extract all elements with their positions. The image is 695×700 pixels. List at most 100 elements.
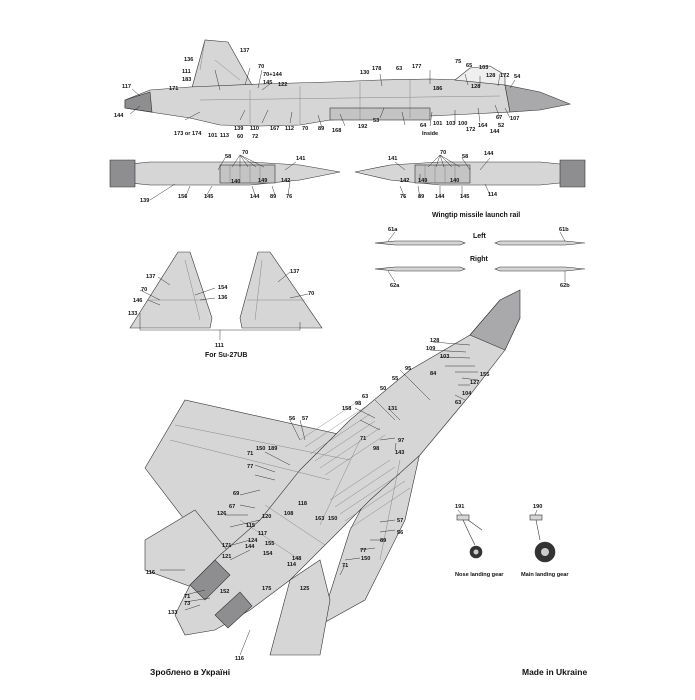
callout-67-plan: 67	[229, 504, 235, 510]
nose-landing-gear: 191 Nose landing gear	[455, 504, 504, 578]
side-callouts: 117 144 171 183 111 136 137 173 or 174 1…	[114, 48, 521, 140]
callout-148: 148	[292, 556, 301, 562]
callout-142-lr: 142	[400, 178, 409, 184]
callout-61a: 61a	[388, 227, 398, 233]
right-caption: Right	[470, 256, 489, 263]
callout-89: 89	[318, 126, 324, 132]
fin-left	[129, 251, 213, 329]
callout-133-fin: 133	[128, 311, 137, 317]
callout-71b-plan: 71	[247, 451, 253, 457]
footer-english: Made in Ukraine	[522, 667, 588, 677]
plan-view: 128 109 103 84 155 127 104 63 95 55 50 6…	[144, 289, 521, 662]
callout-140: 140	[231, 179, 240, 185]
callout-54: 54	[514, 74, 521, 80]
callout-111: 111	[182, 69, 191, 75]
callout-111-fin: 111	[215, 343, 224, 349]
callout-76-lr: 76	[400, 194, 406, 200]
callout-128-plan: 128	[430, 338, 439, 344]
callout-97: 97	[398, 438, 404, 444]
rail-left-2	[494, 240, 586, 246]
callout-98: 98	[355, 401, 361, 407]
side-radome	[504, 84, 572, 113]
callout-101b: 101	[433, 121, 442, 127]
callout-145-lr: 145	[460, 194, 469, 200]
callout-57b-plan: 57	[397, 518, 403, 524]
main-landing-gear: 190 Main landing gear	[521, 504, 569, 578]
left-caption: Left	[473, 233, 487, 240]
callout-150c-plan: 150	[361, 556, 370, 562]
callout-103-plan: 103	[440, 354, 449, 360]
rail-left-1	[374, 240, 466, 246]
inside-caption: Inside	[422, 131, 438, 137]
callout-69: 69	[233, 491, 239, 497]
callout-133-plan: 133	[168, 610, 177, 616]
callout-136-fin: 136	[218, 295, 227, 301]
callout-71c-plan: 71	[184, 594, 190, 600]
callout-186: 186	[433, 86, 442, 92]
callout-101: 101	[208, 133, 217, 139]
callout-114: 114	[488, 192, 498, 198]
callout-137-fin: 137	[146, 274, 155, 280]
callout-117-plan: 117	[258, 531, 267, 537]
lower-right-view: 141 70 58 144 142 149 140 145 89 76 144 …	[354, 150, 586, 200]
callout-149: 149	[258, 178, 267, 184]
callout-117: 117	[122, 84, 131, 90]
callout-124: 124	[248, 538, 258, 544]
callout-108: 108	[284, 511, 293, 517]
callout-70: 70	[258, 64, 264, 70]
side-intake	[329, 107, 431, 121]
callout-158: 158	[342, 406, 351, 412]
side-nozzle	[124, 91, 153, 113]
callout-113: 113	[220, 133, 229, 139]
callout-131: 131	[388, 406, 397, 412]
plan-radome	[469, 289, 521, 351]
callout-63-plan: 63	[455, 400, 461, 406]
callout-53: 53	[373, 118, 379, 124]
callout-118: 118	[298, 501, 307, 507]
lower-left-callouts: 58 70 141 140 149 142 139 156 145 144 89…	[140, 150, 305, 204]
callout-171: 171	[169, 86, 178, 92]
callout-163: 163	[315, 516, 324, 522]
callout-112: 112	[285, 126, 294, 132]
callout-190: 190	[533, 504, 542, 510]
nose-gear-caption: Nose landing gear	[455, 572, 504, 578]
callout-58-lr: 58	[462, 154, 468, 160]
callout-63: 63	[396, 66, 402, 72]
callout-140-lr: 140	[450, 178, 459, 184]
rail-right-2	[494, 266, 586, 272]
callout-72: 72	[252, 134, 258, 140]
callout-62a: 62a	[390, 283, 400, 289]
callout-116-plan: 116	[146, 570, 155, 576]
callout-70-ll: 70	[242, 150, 248, 156]
callout-109: 109	[426, 346, 435, 352]
side-fuselage	[124, 78, 511, 127]
callout-130: 130	[360, 70, 369, 76]
callout-178: 178	[372, 66, 381, 72]
callout-71d-plan: 71	[342, 563, 348, 569]
callout-116b-plan: 116	[235, 656, 244, 662]
callout-128b: 128	[471, 84, 480, 90]
callout-60: 60	[237, 134, 243, 140]
callout-183: 183	[182, 77, 191, 83]
side-profile-view: 117 144 171 183 111 136 137 173 or 174 1…	[114, 39, 572, 140]
callout-56-plan: 56	[289, 416, 295, 422]
plan-right-nozzle	[214, 591, 253, 629]
callout-173-or-174: 173 or 174	[174, 131, 202, 137]
callout-50: 50	[380, 386, 386, 392]
callout-52: 52	[498, 123, 504, 129]
callout-107: 107	[510, 116, 519, 122]
callout-143: 143	[395, 450, 404, 456]
callout-137-fin2: 137	[290, 269, 299, 275]
landing-gear-section: 191 Nose landing gear 190 Main landing g…	[455, 504, 569, 578]
callout-61b: 61b	[559, 227, 569, 233]
callout-192: 192	[358, 124, 367, 130]
callout-100: 100	[458, 121, 467, 127]
callout-139-ll: 139	[140, 198, 149, 204]
fin-right	[239, 251, 323, 329]
su27ub-fins-section: 137 70 146 133 154 136 137 70 111 For Su…	[128, 251, 323, 359]
callout-149-lr: 149	[418, 178, 427, 184]
callout-171-plan: 171	[222, 543, 231, 549]
callout-57-plan: 57	[302, 416, 308, 422]
